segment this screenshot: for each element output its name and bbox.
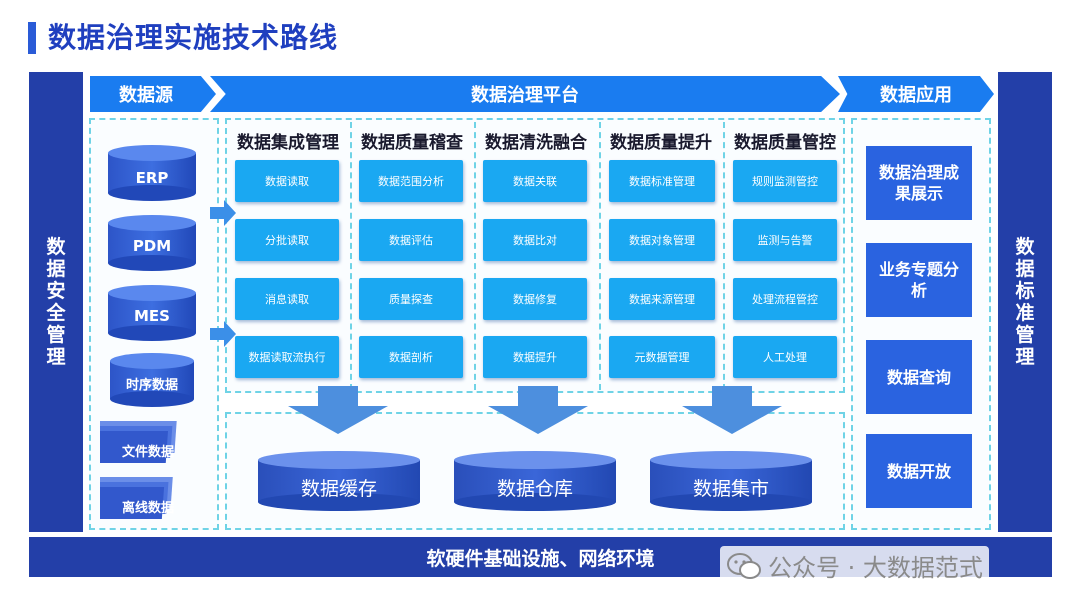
source-mes: MES [134,307,170,325]
column-divider [474,122,476,390]
app-governance-results: 数据治理成果展示 [866,146,972,220]
source-cylinders [100,145,196,519]
standard-management-label: 数据标准管理 [1015,236,1035,368]
storage-warehouse-icon [454,451,616,511]
source-timeseries: 时序数据 [125,378,178,393]
watermark-text: 公众号 · 大数据范式 [768,554,983,582]
storage-cache-icon [258,451,420,511]
function-cell: 数据评估 [359,219,463,261]
app-data-query-label: 数据查询 [886,367,951,387]
storage-cylinders [258,451,812,511]
cylinder-pdm-icon [108,215,196,271]
column-divider [723,122,725,390]
source-to-platform-arrows [210,200,236,347]
column-header-audit: 数据质量稽查 [361,133,463,153]
source-pdm: PDM [132,237,172,255]
function-cell: 数据修复 [483,278,587,320]
column-divider [350,122,352,390]
stacked-file-icon [100,421,177,463]
function-cell: 处理流程管控 [733,278,837,320]
app-data-query: 数据查询 [866,340,972,414]
app-data-open: 数据开放 [866,434,972,508]
banner-apps-label: 数据应用 [880,85,952,106]
function-cell: 数据对象管理 [609,219,715,261]
banner-apps: 数据应用 [838,76,994,112]
function-cell: 数据关联 [483,160,587,202]
function-cell: 数据剖析 [359,336,463,378]
arrow-down-icon [682,386,782,434]
stacked-offline-icon [100,477,173,519]
app-topic-analysis-label: 业务专题分析 [878,260,959,300]
banner-platform-label: 数据治理平台 [471,85,579,106]
function-cell: 消息读取 [235,278,339,320]
app-governance-results-label: 数据治理成果展示 [878,163,959,203]
app-data-open-label: 数据开放 [886,461,951,481]
infrastructure-label: 软硬件基础设施、网络环境 [426,547,655,570]
storage-mart: 数据集市 [692,478,769,500]
column-header-integration: 数据集成管理 [237,133,339,153]
banner-sources: 数据源 [90,76,216,112]
app-topic-analysis: 业务专题分析 [866,243,972,317]
banner-platform: 数据治理平台 [210,76,840,112]
standard-management-panel: 数据标准管理 [998,72,1052,532]
function-cell: 数据提升 [483,336,587,378]
function-cell: 规则监测管控 [733,160,837,202]
page-title: 数据治理实施技术路线 [48,21,339,54]
flow-down-arrows [288,386,782,434]
function-cell: 数据范围分析 [359,160,463,202]
arrow-down-icon [288,386,388,434]
security-management-panel: 数据安全管理 [29,72,83,532]
column-header-improvement: 数据质量提升 [610,133,712,153]
cylinder-mes-icon [108,285,196,341]
function-cell: 数据来源管理 [609,278,715,320]
function-cell: 质量探查 [359,278,463,320]
wechat-icon [727,552,761,579]
column-header-cleansing: 数据清洗融合 [485,133,587,153]
function-cell: 数据比对 [483,219,587,261]
banner-sources-label: 数据源 [119,85,173,106]
source-erp: ERP [135,169,169,187]
arrow-down-icon [488,386,588,434]
arrow-right-icon [210,321,236,347]
watermark: 公众号 · 大数据范式 [720,546,989,585]
column-divider [599,122,601,390]
cylinder-timeseries-icon [110,353,194,407]
function-cell: 元数据管理 [609,336,715,378]
storage-mart-icon [650,451,812,511]
arrow-right-icon [210,200,236,226]
source-files: 文件数据 [121,445,174,460]
title-accent-bar [28,22,36,54]
function-cell: 数据读取 [235,160,339,202]
function-cell: 数据读取流执行 [235,336,339,378]
column-header-control: 数据质量管控 [734,133,836,153]
function-cell: 数据标准管理 [609,160,715,202]
function-cell: 分批读取 [235,219,339,261]
security-management-label: 数据安全管理 [46,236,66,368]
function-cell: 监测与告警 [733,219,837,261]
function-cell: 人工处理 [733,336,837,378]
storage-warehouse: 数据仓库 [496,478,573,500]
source-offline: 离线数据 [121,501,174,516]
cylinder-erp-icon [108,145,196,201]
storage-cache: 数据缓存 [300,478,377,500]
